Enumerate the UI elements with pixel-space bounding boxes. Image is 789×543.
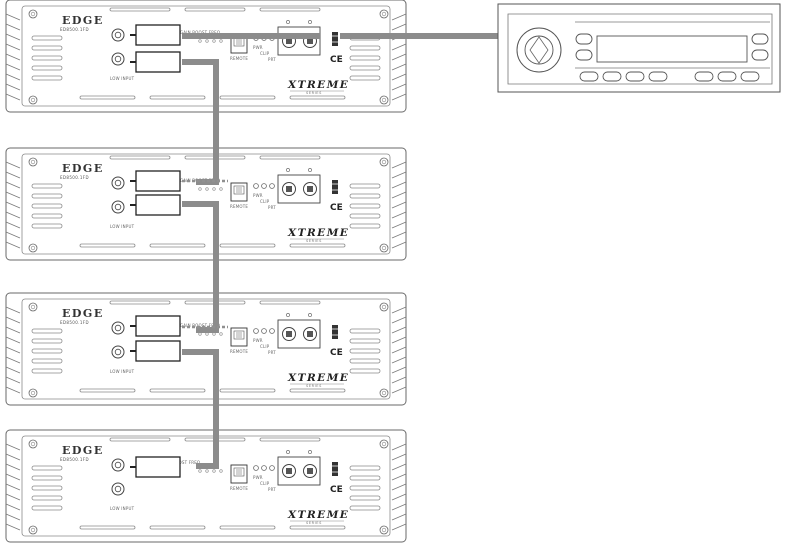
head-unit-display (596, 35, 748, 63)
left-button-2 (575, 49, 593, 61)
preset-button-7 (740, 71, 760, 82)
amp1-led-prt: PRT (268, 57, 276, 62)
cable-amp3-to-amp4 (182, 349, 219, 469)
amp3-brand: EDGE (62, 307, 104, 320)
amp2-led-prt: PRT (268, 205, 276, 210)
amp4-model: ED8500.1FD (60, 457, 89, 462)
amp4-brand: EDGE (62, 444, 104, 457)
amp1-model: ED8500.1FD (60, 27, 89, 32)
amp3-input-label: LOW INPUT (110, 369, 135, 374)
amp2-model: ED8500.1FD (60, 175, 89, 180)
amp1-cert: CE (330, 55, 343, 65)
cable-amp1-to-amp2 (182, 59, 219, 185)
rca-plug-amp3-top (129, 315, 181, 337)
amp1-series: SERIES (306, 91, 322, 95)
amp2-brand: EDGE (62, 162, 104, 175)
amp2-remote-label: REMOTE (230, 204, 248, 209)
amp3-led-prt: PRT (268, 350, 276, 355)
preset-button-2 (602, 71, 622, 82)
amp4-remote-label: REMOTE (230, 486, 248, 491)
right-button-2 (751, 49, 769, 61)
amp1-controls-label: GAIN BOOST FREQ (180, 30, 220, 35)
amp2-led-clip: CLIP (260, 199, 270, 204)
preset-button-3 (625, 71, 645, 82)
amp2-cert: CE (330, 203, 343, 213)
amp4-input-label: LOW INPUT (110, 506, 135, 511)
amp3-controls-label: GAIN BOOST FREQ (180, 323, 220, 328)
amplifier-1: EDGE ED8500.1FD GAIN BOOST FREQ REMOTE L… (5, 0, 407, 113)
amp1-input-label: LOW INPUT (110, 76, 135, 81)
amp3-series: SERIES (306, 384, 322, 388)
amp3-led-pwr: PWR (253, 338, 263, 343)
amp1-logo: XTREME (287, 79, 349, 91)
amp2-input-label: LOW INPUT (110, 224, 135, 229)
rca-plug-amp3-bottom (129, 340, 181, 362)
preset-button-6 (717, 71, 737, 82)
amp2-series: SERIES (306, 239, 322, 243)
right-button-1 (751, 33, 769, 45)
amp4-led-pwr: PWR (253, 475, 263, 480)
amp1-remote-label: REMOTE (230, 56, 248, 61)
preset-button-4 (648, 71, 668, 82)
amp4-led-clip: CLIP (260, 481, 270, 486)
rca-plug-amp2-top (129, 170, 181, 192)
preset-button-5 (694, 71, 714, 82)
cable-amp2-to-amp3 (182, 201, 219, 333)
amp3-remote-label: REMOTE (230, 349, 248, 354)
amp1-brand: EDGE (62, 14, 104, 27)
amp3-cert: CE (330, 348, 343, 358)
amp1-led-clip: CLIP (260, 51, 270, 56)
amp4-led-prt: PRT (268, 487, 276, 492)
rca-plug-amp1-top (129, 24, 181, 46)
amp3-model: ED8500.1FD (60, 320, 89, 325)
amp3-led-clip: CLIP (260, 344, 270, 349)
amplifier-4: EDGE ED8500.1FD LPF LPF GAIN BOOST FREQ … (5, 429, 407, 543)
amp4-logo: XTREME (287, 509, 349, 521)
preset-button-1 (579, 71, 599, 82)
amp4-cert: CE (330, 485, 343, 495)
amp2-logo: XTREME (287, 227, 349, 239)
amplifier-3: EDGE ED8500.1FD GAIN BOOST FREQ REMOTE L… (5, 292, 407, 406)
left-button-1 (575, 33, 593, 45)
amp4-series: SERIES (306, 521, 322, 525)
rca-plug-amp1-bottom (129, 51, 181, 73)
amp3-logo: XTREME (287, 372, 349, 384)
amp1-led-pwr: PWR (253, 45, 263, 50)
car-stereo-head-unit (497, 3, 781, 93)
rca-plug-amp4-top (129, 456, 181, 478)
rca-plug-amp2-bottom (129, 194, 181, 216)
amp2-led-pwr: PWR (253, 193, 263, 198)
